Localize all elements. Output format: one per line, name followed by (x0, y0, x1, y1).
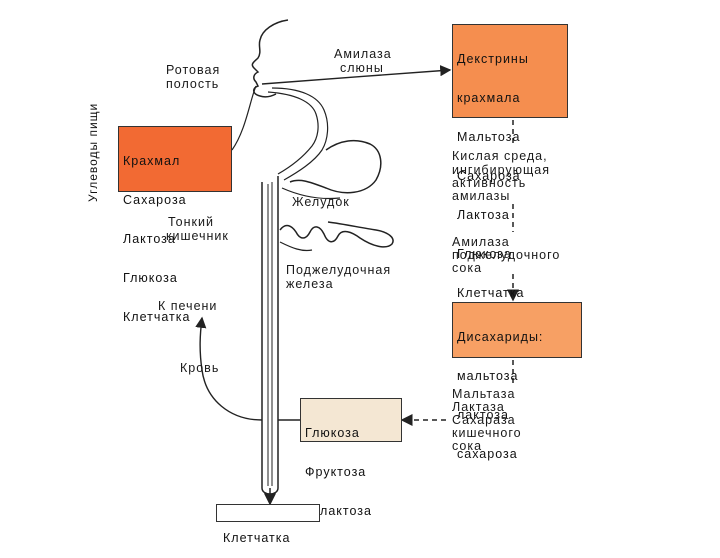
mono-line-1: Глюкоза (305, 426, 360, 440)
mouth-products-line-4: Сахароза (457, 169, 521, 183)
pancreas-label-2: железа (286, 277, 334, 291)
esophagus (271, 87, 329, 181)
enzymes-label-4: кишечного (452, 426, 522, 440)
mouth-products-line-5: Лактоза (457, 208, 510, 222)
food-line-4: Глюкоза (123, 271, 178, 285)
food-to-mouth-line (231, 85, 257, 151)
food-line-5: Клетчатка (123, 310, 191, 324)
disaccharides-line-2: мальтоза (457, 369, 519, 383)
disaccharides-box: Дисахариды: мальтоза лактоза сахароза (452, 302, 582, 461)
food-line-1: Крахмал (123, 154, 181, 168)
saliva-label-1: Амилаза (334, 47, 392, 61)
mono-line-3: Галактоза (305, 504, 372, 518)
small-intestine-label-1: Тонкий (168, 215, 214, 229)
fiber-line: Клетчатка (223, 531, 291, 545)
mouth-label-2: полость (166, 77, 220, 91)
enzymes-label-3: Сахараза (452, 413, 516, 427)
saliva-label-2: слюны (340, 61, 384, 75)
fiber-box: Клетчатка (216, 504, 320, 545)
mouth-products-line-6: Глюкоза (457, 247, 512, 261)
acid-label-3: активность (452, 176, 527, 190)
disaccharides-line-3: лактоза (457, 408, 509, 422)
pancreatic-amylase-label-3: сока (452, 261, 483, 275)
mouth-products-line-2: крахмала (457, 91, 521, 105)
mouth-products-line-3: Мальтоза (457, 130, 521, 144)
disaccharides-line-4: сахароза (457, 447, 518, 461)
stomach-label: Желудок (292, 195, 350, 209)
acid-label-2: ингибирующая (452, 163, 551, 177)
enzymes-label-1: Мальтаза (452, 387, 516, 401)
side-label: Углеводы пищи (86, 102, 100, 202)
acid-label-1: Кислая среда, (452, 149, 548, 163)
mono-line-2: Фруктоза (305, 465, 367, 479)
head-profile (251, 19, 289, 98)
blood-to-liver-arrow (195, 316, 263, 421)
acid-label-4: амилазы (452, 189, 511, 203)
monosaccharides-box: Глюкоза Фруктоза Галактоза (300, 398, 402, 518)
food-line-2: Сахароза (123, 193, 187, 207)
mouth-label-1: Ротовая (166, 63, 221, 77)
disaccharides-line-1: Дисахариды: (457, 330, 544, 344)
enzymes-label-2: Лактаза (452, 400, 505, 414)
enzymes-label-5: сока (452, 439, 483, 453)
mouth-products-line-7: Клетчатка (457, 286, 525, 300)
food-line-3: Лактоза (123, 232, 176, 246)
mouth-products-line-1: Декстрины (457, 52, 529, 66)
blood-label: Кровь (180, 361, 220, 375)
pancreas-label-1: Поджелудочная (286, 263, 392, 277)
pancreatic-amylase-label-2: поджелудочного (452, 248, 561, 262)
pancreatic-amylase-label-1: Амилаза (452, 235, 510, 249)
pancreas-shape (279, 221, 394, 248)
food-carbohydrates-box: Крахмал Сахароза Лактоза Глюкоза Клетчат… (118, 126, 232, 324)
mouth-to-products-arrow (261, 65, 452, 85)
digestion-diagram (195, 19, 519, 506)
mouth-products-box: Декстрины крахмала Мальтоза Сахароза Лак… (452, 24, 568, 300)
stomach-shape (289, 139, 382, 194)
small-intestine-label-2: кишечник (166, 229, 229, 243)
liver-label: К печени (158, 299, 218, 313)
